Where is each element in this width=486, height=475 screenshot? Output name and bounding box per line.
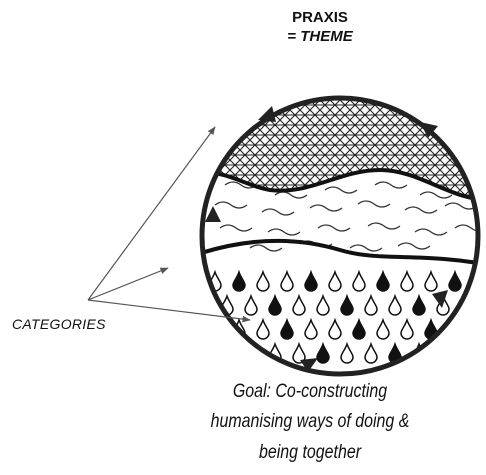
droplet-icon [376, 317, 390, 340]
circle-arrowheads [205, 106, 448, 372]
droplet-icon [340, 293, 354, 316]
droplet-icon [436, 293, 450, 316]
droplet-icon [280, 269, 294, 292]
droplet-icon [316, 293, 330, 316]
droplet-icon [208, 317, 222, 340]
droplet-icon [400, 317, 414, 340]
droplet-icon [220, 341, 234, 364]
droplet-icon [352, 269, 366, 292]
droplet-icon [388, 293, 402, 316]
praxis-title: PRAXIS [292, 9, 348, 26]
droplet-icon [232, 269, 246, 292]
droplet-icon [256, 269, 270, 292]
droplet-icon [352, 317, 366, 340]
droplet-icon [364, 341, 378, 364]
goal-line-1: Goal: Co-constructing [232, 381, 388, 402]
droplet-icon [340, 341, 354, 364]
droplet-icon [280, 317, 294, 340]
droplet-icon [424, 269, 438, 292]
goal-line-3: being together [258, 442, 362, 463]
categories-label: CATEGORIES [12, 316, 106, 332]
praxis-circle [199, 95, 481, 377]
droplet-icon [436, 341, 450, 364]
praxis-bottom-band [208, 269, 474, 364]
category-arrows [87, 126, 251, 323]
droplet-icon [376, 269, 390, 292]
droplet-icon [400, 269, 414, 292]
theme-subtitle: = THEME [287, 28, 353, 45]
praxis-top-band [202, 98, 478, 200]
band-dividers [202, 167, 478, 267]
droplet-icon [364, 293, 378, 316]
droplet-icon [412, 293, 426, 316]
droplet-icon [304, 269, 318, 292]
droplet-icon [292, 341, 306, 364]
goal-line-2: humanising ways of doing & [210, 411, 410, 432]
droplet-icon [316, 341, 330, 364]
droplet-icon [292, 293, 306, 316]
droplet-icon [268, 293, 282, 316]
droplet-icon [448, 269, 462, 292]
droplet-icon [460, 341, 474, 364]
droplet-icon [304, 317, 318, 340]
droplet-icon [328, 317, 342, 340]
droplet-icon [448, 317, 462, 340]
droplet-icon [328, 269, 342, 292]
droplet-icon [244, 293, 258, 316]
droplet-icon [256, 317, 270, 340]
